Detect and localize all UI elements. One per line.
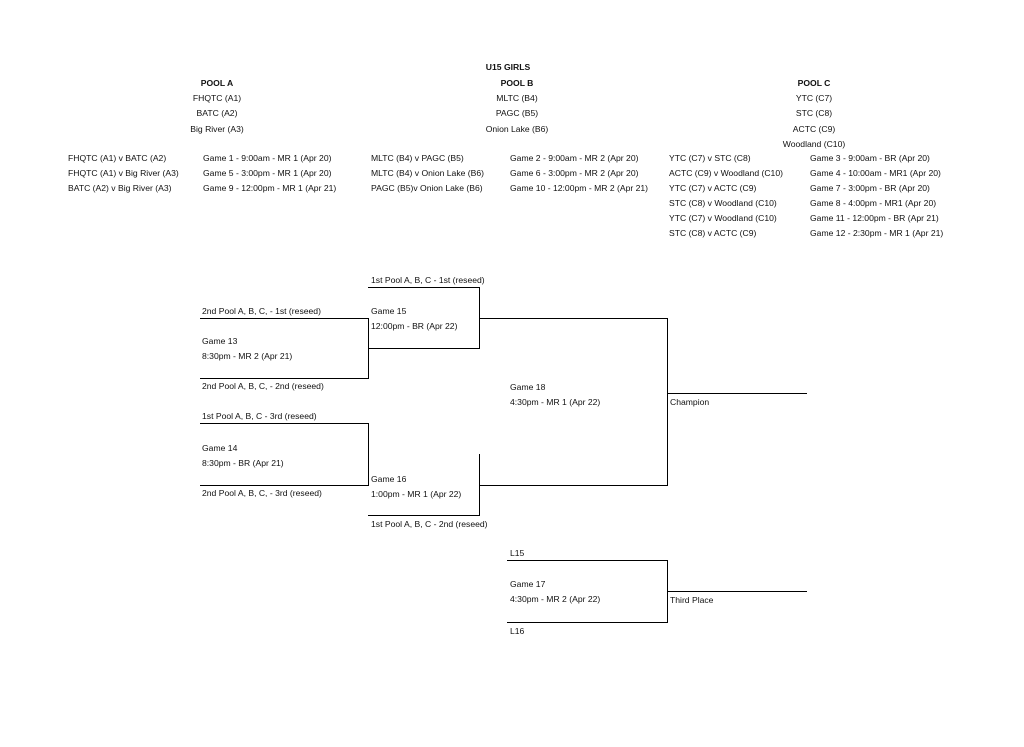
pool-b-title: POOL B xyxy=(500,78,534,88)
game-16-time: 1:00pm - MR 1 (Apr 22) xyxy=(371,489,462,499)
game-time: Game 12 - 2:30pm - MR 1 (Apr 21) xyxy=(810,228,944,238)
bracket-line xyxy=(200,485,368,486)
matchup: YTC (C7) v Woodland (C10) xyxy=(669,213,777,223)
bracket-line xyxy=(368,287,479,288)
matchup: STC (C8) v ACTC (C9) xyxy=(669,228,757,238)
bracket-line xyxy=(507,622,667,623)
bracket-line xyxy=(200,423,368,424)
game-14-name: Game 14 xyxy=(202,443,238,453)
bracket-line xyxy=(479,485,667,486)
game-time: Game 9 - 12:00pm - MR 1 (Apr 21) xyxy=(203,183,337,193)
pool-b-team: PAGC (B5) xyxy=(495,108,539,118)
champion-label: Champion xyxy=(670,397,710,407)
game-13-time: 8:30pm - MR 2 (Apr 21) xyxy=(202,351,293,361)
matchup: ACTC (C9) v Woodland (C10) xyxy=(669,168,783,178)
matchup: MLTC (B4) v PAGC (B5) xyxy=(371,153,464,163)
bracket-line xyxy=(667,393,807,394)
matchup: PAGC (B5)v Onion Lake (B6) xyxy=(371,183,483,193)
game-15-time: 12:00pm - BR (Apr 22) xyxy=(371,321,458,331)
bracket-line xyxy=(368,348,479,349)
seed-label: L16 xyxy=(510,626,525,636)
pool-a-team: Big River (A3) xyxy=(190,124,244,134)
seed-label: L15 xyxy=(510,548,525,558)
seed-label: 1st Pool A, B, C - 1st (reseed) xyxy=(371,275,485,285)
game-13-name: Game 13 xyxy=(202,336,238,346)
bracket-line xyxy=(200,378,368,379)
game-17-time: 4:30pm - MR 2 (Apr 22) xyxy=(510,594,601,604)
game-time: Game 11 - 12:00pm - BR (Apr 21) xyxy=(810,213,939,223)
matchup: FHQTC (A1) v BATC (A2) xyxy=(68,153,167,163)
pool-c-team: ACTC (C9) xyxy=(792,124,836,134)
game-14-time: 8:30pm - BR (Apr 21) xyxy=(202,458,284,468)
pool-c-title: POOL C xyxy=(797,78,831,88)
pool-c-team: YTC (C7) xyxy=(795,93,833,103)
seed-label: 2nd Pool A, B, C, - 2nd (reseed) xyxy=(202,381,324,391)
game-time: Game 1 - 9:00am - MR 1 (Apr 20) xyxy=(203,153,332,163)
game-time: Game 5 - 3:00pm - MR 1 (Apr 20) xyxy=(203,168,332,178)
bracket-line xyxy=(507,560,667,561)
game-time: Game 8 - 4:00pm - MR1 (Apr 20) xyxy=(810,198,937,208)
seed-label: 2nd Pool A, B, C, - 3rd (reseed) xyxy=(202,488,322,498)
game-time: Game 2 - 9:00am - MR 2 (Apr 20) xyxy=(510,153,639,163)
pool-b-team: MLTC (B4) xyxy=(496,93,538,103)
bracket-line xyxy=(667,318,668,486)
game-16-name: Game 16 xyxy=(371,474,407,484)
game-time: Game 10 - 12:00pm - MR 2 (Apr 21) xyxy=(510,183,649,193)
page-title: U15 GIRLS xyxy=(485,62,531,72)
bracket-line xyxy=(479,318,667,319)
game-time: Game 3 - 9:00am - BR (Apr 20) xyxy=(810,153,930,163)
game-time: Game 6 - 3:00pm - MR 2 (Apr 20) xyxy=(510,168,639,178)
matchup: MLTC (B4) v Onion Lake (B6) xyxy=(371,168,485,178)
game-time: Game 7 - 3:00pm - BR (Apr 20) xyxy=(810,183,930,193)
game-15-name: Game 15 xyxy=(371,306,407,316)
bracket-line xyxy=(200,318,368,319)
matchup: STC (C8) v Woodland (C10) xyxy=(669,198,777,208)
game-17-name: Game 17 xyxy=(510,579,546,589)
seed-label: 1st Pool A, B, C - 3rd (reseed) xyxy=(202,411,317,421)
matchup: YTC (C7) v ACTC (C9) xyxy=(669,183,757,193)
game-time: Game 4 - 10:00am - MR1 (Apr 20) xyxy=(810,168,941,178)
matchup: FHQTC (A1) v Big River (A3) xyxy=(68,168,179,178)
bracket-line xyxy=(368,515,479,516)
seed-label: 1st Pool A, B, C - 2nd (reseed) xyxy=(371,519,488,529)
matchup: BATC (A2) v Big River (A3) xyxy=(68,183,172,193)
bracket-line xyxy=(667,591,807,592)
matchup: YTC (C7) v STC (C8) xyxy=(669,153,751,163)
game-18-name: Game 18 xyxy=(510,382,546,392)
pool-a-team: FHQTC (A1) xyxy=(192,93,242,103)
game-18-time: 4:30pm - MR 1 (Apr 22) xyxy=(510,397,601,407)
pool-c-team: STC (C8) xyxy=(795,108,833,118)
pool-b-team: Onion Lake (B6) xyxy=(485,124,549,134)
bracket-line xyxy=(368,423,369,486)
pool-c-team: Woodland (C10) xyxy=(782,139,846,149)
third-place-label: Third Place xyxy=(670,595,714,605)
pool-a-team: BATC (A2) xyxy=(196,108,238,118)
pool-a-title: POOL A xyxy=(200,78,234,88)
seed-label: 2nd Pool A, B, C, - 1st (reseed) xyxy=(202,306,321,316)
